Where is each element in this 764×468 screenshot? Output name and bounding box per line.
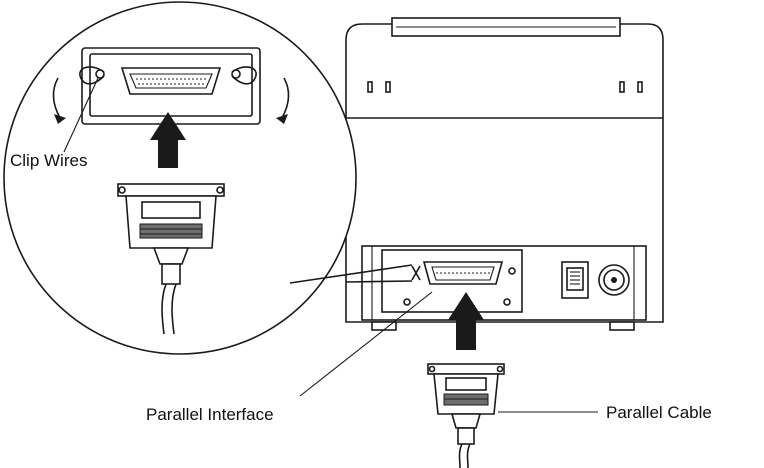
rj-jack <box>561 261 589 299</box>
power-socket <box>598 264 630 296</box>
clip-rotation-arrows <box>52 77 290 124</box>
clip-wires-leader <box>63 77 99 153</box>
parallel-cable <box>427 363 505 468</box>
parallel-interface-leader <box>299 291 433 397</box>
clip-wires-label: Clip Wires <box>10 151 87 170</box>
parallel-cable-label: Parallel Cable <box>606 403 712 422</box>
parallel-interface-port <box>411 261 504 285</box>
printer-vent-slots <box>367 81 643 93</box>
zoomed-parallel-port <box>79 47 261 125</box>
insert-arrow-icon <box>448 292 484 350</box>
parallel-interface-label: Parallel Interface <box>146 405 274 424</box>
printer <box>345 17 664 331</box>
zoomed-cable-connector <box>117 183 225 335</box>
insert-arrow-icon <box>150 112 186 168</box>
